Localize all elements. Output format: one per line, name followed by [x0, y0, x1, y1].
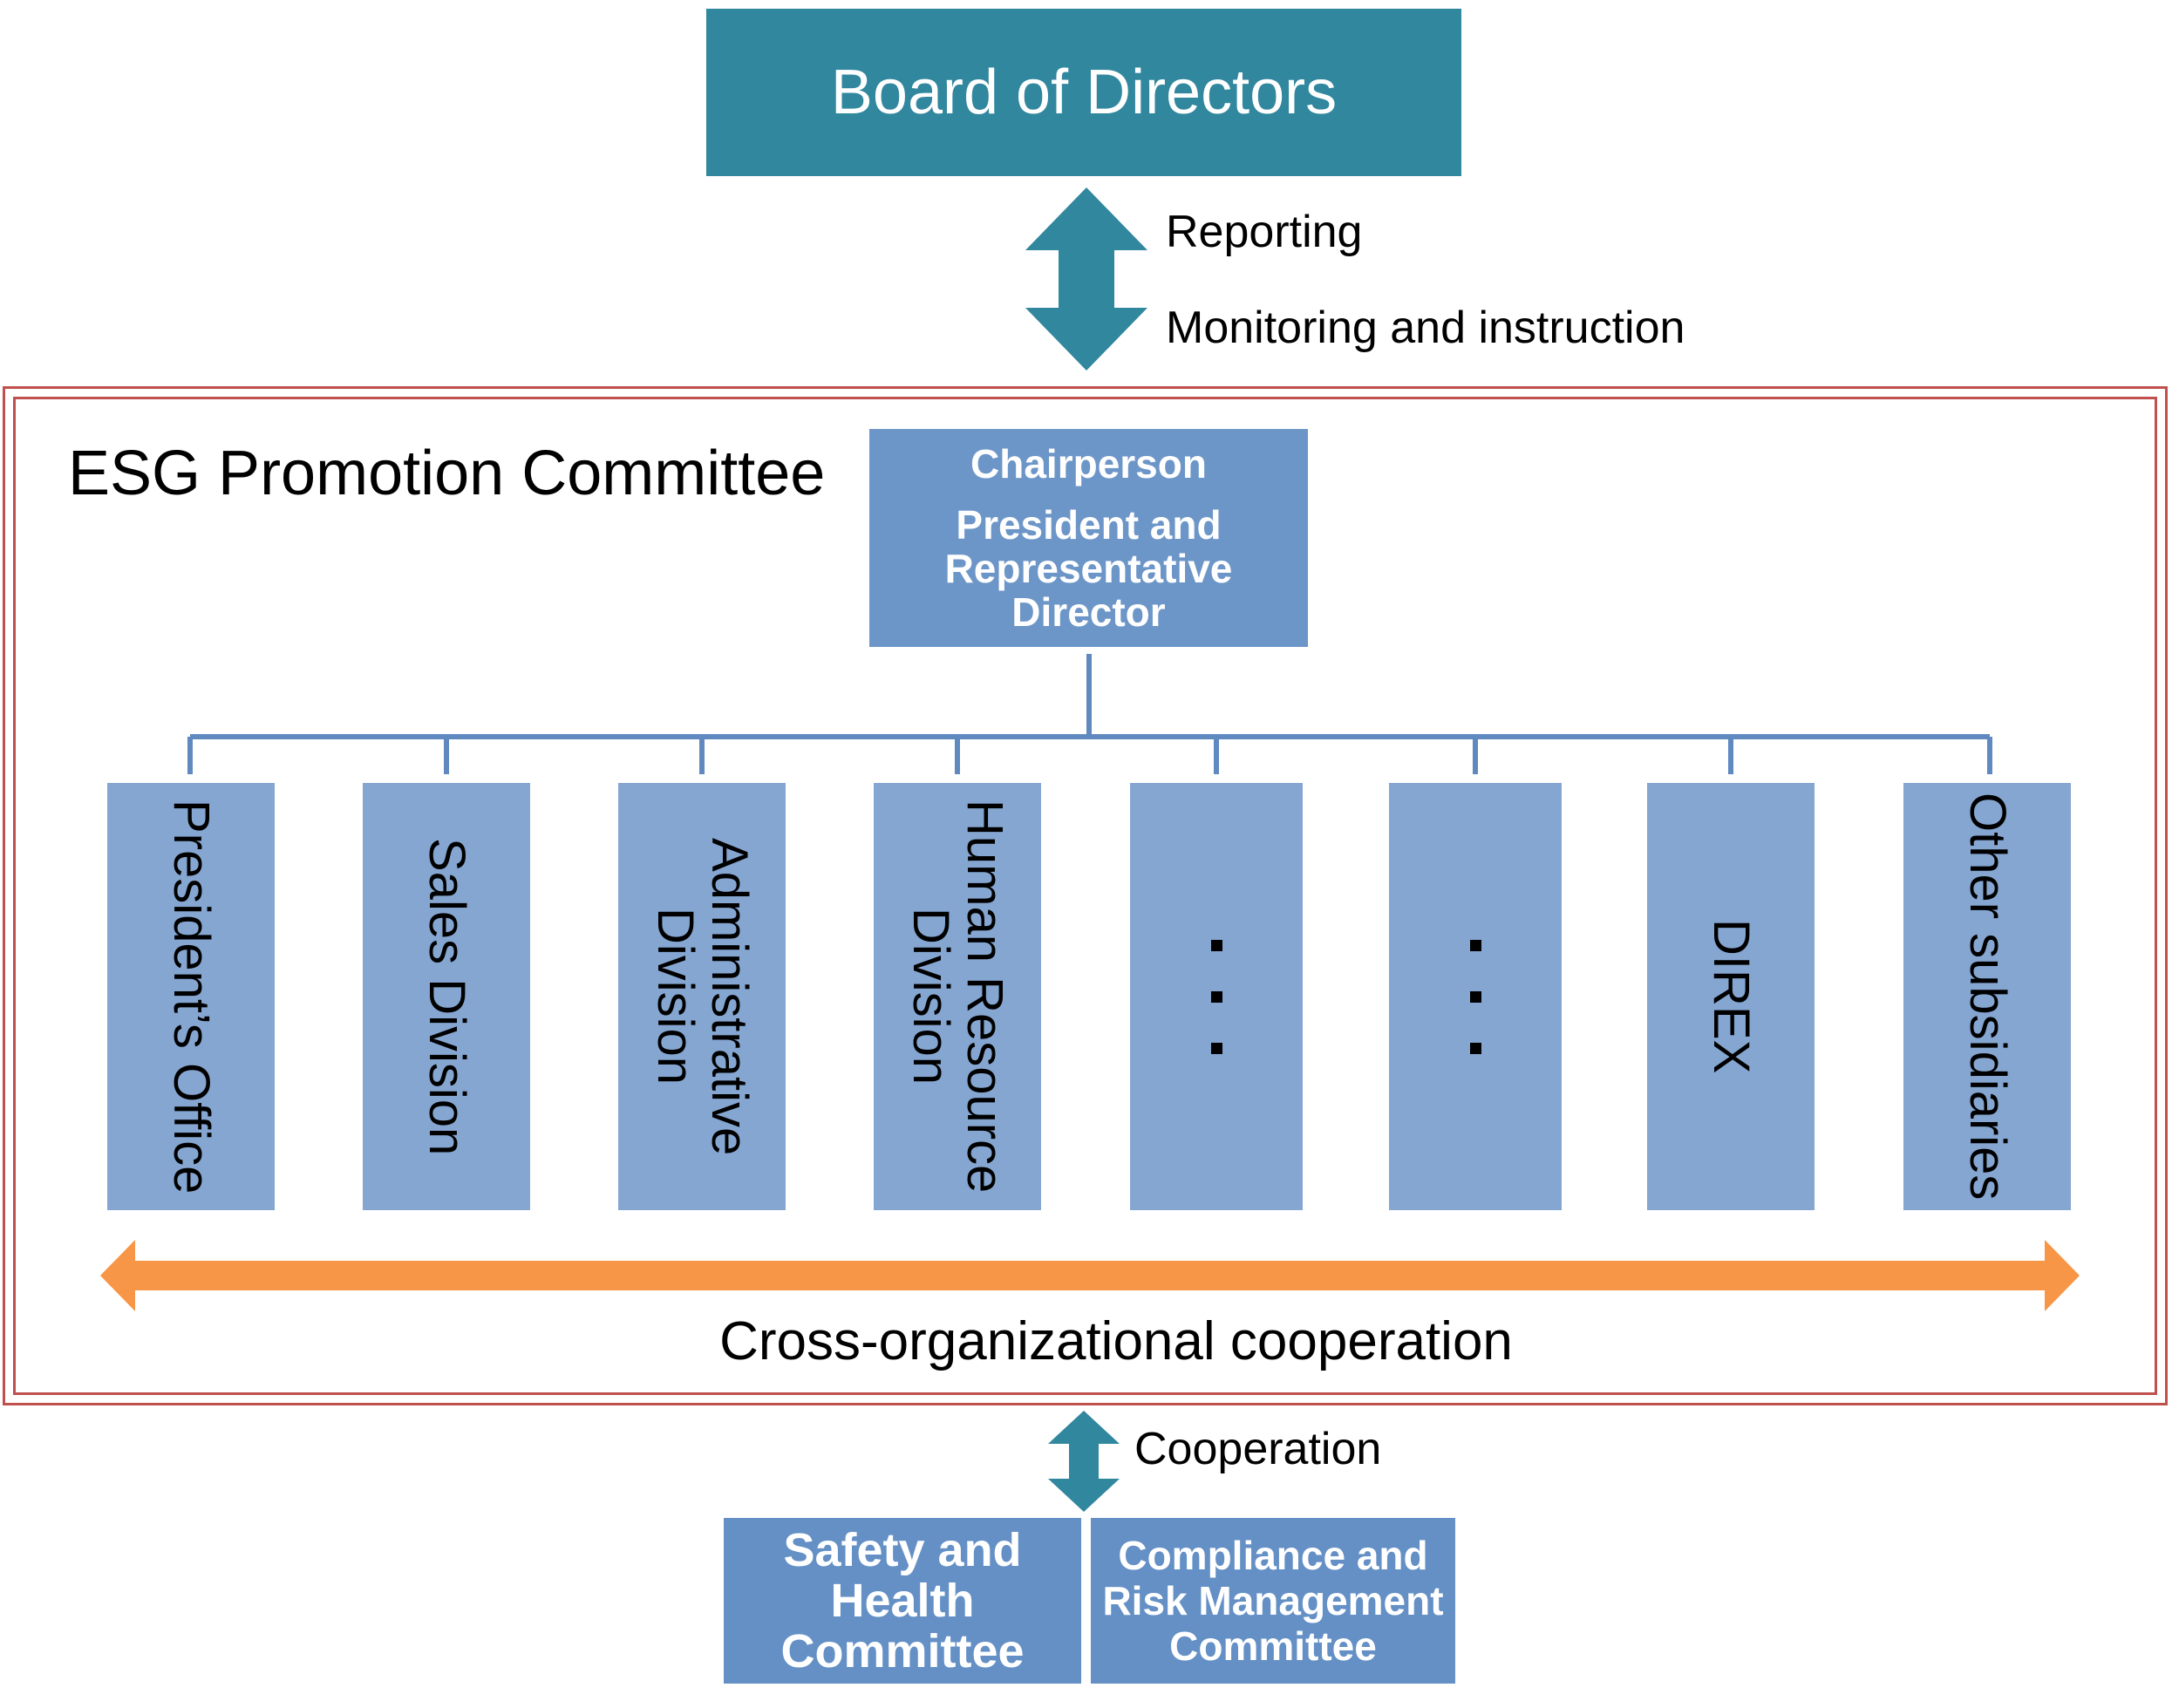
chairperson-box: Chairperson President and Representative… [869, 429, 1308, 647]
ellipsis-icon [1210, 939, 1222, 1054]
dept-direx: DIREX [1647, 783, 1815, 1210]
ellipsis-icon [1469, 939, 1481, 1054]
reporting-label: Reporting [1166, 207, 1363, 257]
dept-placeholder-1 [1130, 783, 1303, 1210]
dept-label: DIREX [1703, 919, 1760, 1074]
dept-sales-division: Sales Division [363, 783, 530, 1210]
dept-label: Human Resource Division [902, 800, 1013, 1194]
esg-committee-frame-inner [13, 397, 2157, 1395]
dept-presidents-office: President’s Office [107, 783, 275, 1210]
dept-human-resource-division: Human Resource Division [874, 783, 1041, 1210]
org-connector-lines [187, 654, 1992, 774]
monitoring-label: Monitoring and instruction [1166, 303, 1685, 353]
cooperation-double-arrow-icon [1048, 1411, 1120, 1512]
dept-administrative-division: Administrative Division [618, 783, 786, 1210]
safety-committee-label: Safety and Health Committee [780, 1524, 1025, 1677]
dept-label: Other subsidiaries [1959, 793, 2016, 1201]
cooperation-label: Cooperation [1134, 1424, 1382, 1474]
compliance-risk-committee-box: Compliance and Risk Management Committee [1091, 1518, 1455, 1684]
cross-org-double-arrow-icon [100, 1240, 2080, 1311]
dept-other-subsidiaries: Other subsidiaries [1903, 783, 2071, 1210]
dept-placeholder-2 [1389, 783, 1562, 1210]
compliance-committee-label: Compliance and Risk Management Committee [1102, 1533, 1444, 1669]
chairperson-title: Chairperson [970, 441, 1207, 487]
dept-label: Sales Division [419, 837, 475, 1156]
esg-committee-frame [3, 386, 2168, 1405]
board-title: Board of Directors [830, 58, 1338, 127]
board-of-directors-box: Board of Directors [706, 9, 1461, 176]
chairperson-role: President and Representative Director [944, 502, 1233, 635]
cross-org-label: Cross-organizational cooperation [719, 1311, 1513, 1371]
dept-label: President’s Office [163, 799, 220, 1194]
safety-health-committee-box: Safety and Health Committee [724, 1518, 1081, 1684]
reporting-double-arrow-icon [1025, 187, 1147, 371]
dept-label: Administrative Division [647, 837, 758, 1156]
esg-committee-title: ESG Promotion Committee [68, 439, 826, 508]
